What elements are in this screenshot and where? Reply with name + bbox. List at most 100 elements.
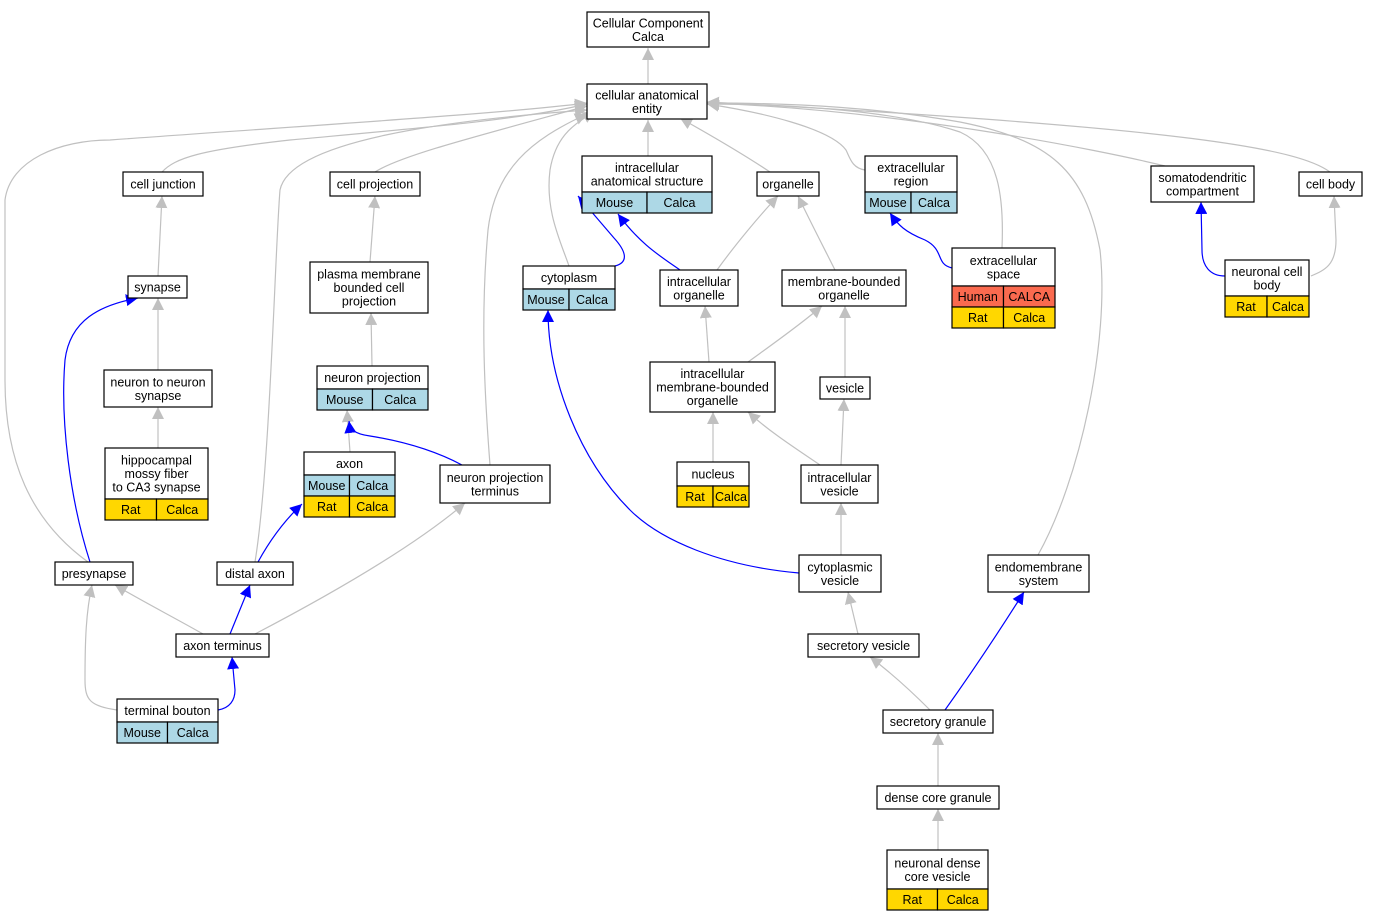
go-term-node-pre[interactable]: presynapse — [54, 561, 134, 586]
is-a-edge — [548, 111, 596, 267]
node-label-line: neuron projection — [447, 471, 544, 485]
node-label-line: system — [1019, 574, 1059, 588]
node-box — [876, 785, 1000, 810]
is-a-edge — [747, 305, 823, 363]
node-label-line: cell projection — [337, 178, 413, 192]
node-box — [329, 171, 421, 197]
species-label: Rat — [968, 311, 988, 325]
part-of-edge — [542, 309, 800, 574]
node-label-line: region — [894, 174, 929, 188]
species-label: Mouse — [326, 393, 364, 407]
gene-label: Calca — [177, 726, 209, 740]
is-a-edge — [706, 99, 866, 171]
go-term-node-da[interactable]: distal axon — [216, 561, 294, 586]
go-term-node-dcg[interactable]: dense core granule — [876, 785, 1000, 810]
species-label: Mouse — [596, 196, 634, 210]
node-box — [54, 561, 134, 586]
node-label-line: dense core granule — [884, 791, 991, 805]
go-term-node-cp[interactable]: cell projection — [329, 171, 421, 197]
is-a-edge — [341, 409, 354, 453]
gene-cell — [1266, 295, 1310, 318]
is-a-edge — [83, 584, 118, 711]
node-label-line: organelle — [687, 394, 738, 408]
node-box — [122, 171, 204, 197]
node-label-line: vesicle — [826, 382, 864, 396]
species-label: Mouse — [123, 726, 161, 740]
go-term-node-sg[interactable]: secretory granule — [882, 709, 994, 734]
node-box — [659, 269, 739, 307]
species-label: Rat — [121, 503, 141, 517]
is-a-edge — [706, 98, 1003, 249]
node-label-line: axon terminus — [183, 639, 262, 653]
is-a-edge — [869, 656, 931, 711]
node-box — [807, 633, 920, 658]
gene-cell — [155, 498, 209, 521]
node-label-line: terminus — [471, 484, 519, 498]
gene-label: CALCA — [1008, 290, 1050, 304]
node-box — [439, 464, 551, 504]
go-term-node-syn[interactable]: synapse — [127, 275, 188, 299]
node-label-line: somatodendritic — [1158, 171, 1246, 185]
node-label-line: projection — [342, 295, 396, 309]
gene-label: Calca — [166, 503, 198, 517]
go-term-node-sv[interactable]: secretory vesicle — [807, 633, 920, 658]
is-a-edge — [706, 97, 1166, 167]
node-label-line: intracellular — [615, 161, 679, 175]
node-label-line: distal axon — [225, 567, 285, 581]
node-box — [987, 554, 1090, 593]
node-label-line: synapse — [134, 281, 181, 295]
node-box — [216, 561, 294, 586]
node-label-line: organelle — [673, 288, 724, 302]
go-term-node-at[interactable]: axon terminus — [175, 633, 270, 658]
node-box — [882, 709, 994, 734]
node-label-line: organelle — [818, 288, 869, 302]
node-box — [886, 849, 989, 890]
species-label: Mouse — [869, 196, 907, 210]
node-label-line: organelle — [762, 178, 813, 192]
node-label-line: to CA3 synapse — [112, 481, 200, 495]
go-term-node-org[interactable]: organelle — [756, 171, 820, 197]
gene-label: Calca — [356, 500, 388, 514]
species-label: Rat — [317, 500, 337, 514]
go-term-node-cj[interactable]: cell junction — [122, 171, 204, 197]
node-label-line: cytoplasmic — [807, 560, 872, 574]
node-box — [800, 464, 879, 504]
is-a-edge — [699, 305, 712, 363]
node-label-line: extracellular — [970, 254, 1037, 268]
part-of-edge — [577, 195, 625, 267]
gene-cell — [1002, 306, 1056, 329]
go-term-node-ves[interactable]: vesicle — [819, 376, 871, 400]
species-label: Rat — [1236, 300, 1256, 314]
node-label-line: membrane-bounded — [788, 275, 901, 289]
node-label-line: secretory vesicle — [817, 639, 910, 653]
species-label: Rat — [903, 893, 923, 907]
go-term-node-cb[interactable]: cell body — [1298, 171, 1363, 197]
node-label-line: intracellular — [667, 275, 731, 289]
node-label-line: entity — [632, 102, 663, 116]
node-label-line: synapse — [135, 389, 182, 403]
